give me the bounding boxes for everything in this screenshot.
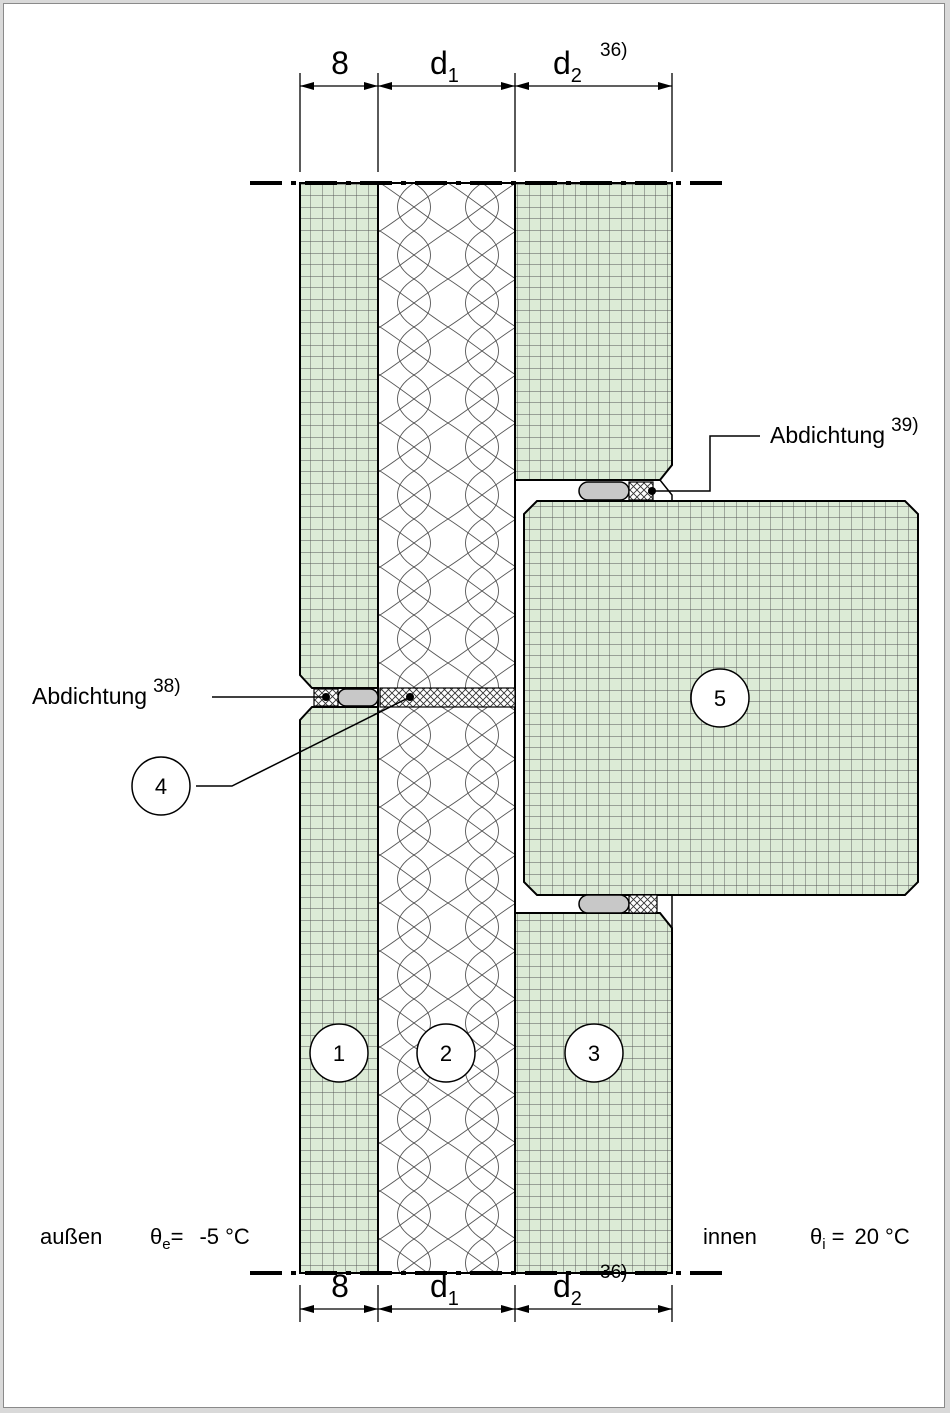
dim-bottom-inner-note: 36) [600,1262,627,1283]
backer-rod-inner-top [578,481,630,501]
insulation-core [377,182,516,1274]
dim-top-core: d1 [430,45,459,87]
dim-top-outer: 8 [331,45,349,81]
outer-leaf [299,182,379,1274]
marker-3: 3 [564,1023,624,1083]
svg-text:3: 3 [588,1041,600,1066]
marker-2: 2 [416,1023,476,1083]
svg-text:2: 2 [440,1041,452,1066]
dim-bottom-core: d1 [430,1268,459,1310]
inner-leaf-bottom [514,912,673,1274]
svg-text:5: 5 [714,686,726,711]
dim-top-inner-note: 36) [600,40,627,61]
seal-inner-bottom [628,894,658,914]
dimension-bottom [299,1285,673,1322]
dim-bottom-inner: d2 [553,1268,582,1310]
marker-1: 1 [309,1023,369,1083]
svg-text:4: 4 [155,774,167,799]
horizontal-joint [379,687,516,708]
backer-rod-inner-bottom [578,894,630,914]
marker-4: 4 [131,756,191,816]
leader-marker-4-dot [406,693,414,701]
temp-inside-label: innen [703,1224,757,1249]
dim-top-inner: d2 [553,45,582,87]
marker-5: 5 [690,668,750,728]
leader-seal-inner [652,435,760,492]
dim-bottom-outer: 8 [331,1268,349,1304]
temp-outside-value: θe=-5 °C [150,1224,250,1253]
backer-rod-outer [337,688,379,707]
dimension-top [299,73,673,172]
svg-text:1: 1 [333,1041,345,1066]
dimension-text-bottom: 8 d1 d2 36) [331,1262,627,1310]
dimension-text-top: 8 d1 d2 36) [331,40,627,87]
temp-inside-value: θi=20 °C [810,1224,910,1253]
inner-leaf-top [514,182,673,481]
temp-outside-label: außen [40,1224,102,1249]
leader-marker-4 [196,696,411,787]
